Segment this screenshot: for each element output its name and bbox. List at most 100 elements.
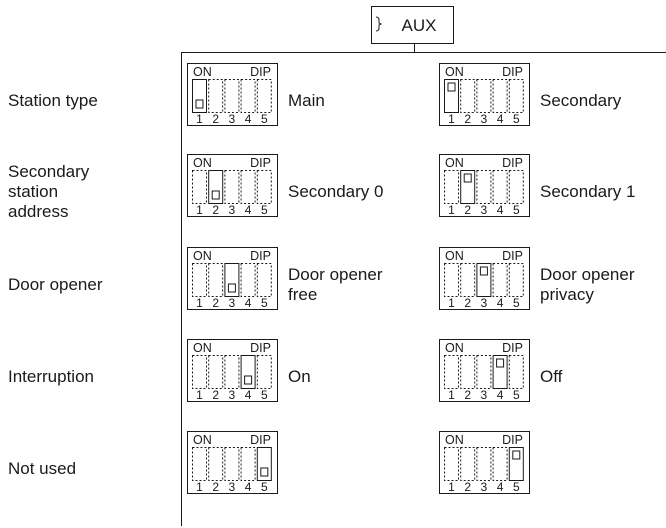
row-label: address (8, 202, 68, 221)
dip-number: 5 (261, 203, 268, 217)
dip-number: 3 (481, 388, 488, 402)
dip-label: DIP (502, 433, 523, 447)
dip-on-label: ON (445, 249, 464, 263)
dip-on-label: ON (445, 65, 464, 79)
dip-slot-3 (224, 447, 240, 481)
dip-slot-1 (444, 355, 459, 389)
dip-on-label: ON (445, 156, 464, 170)
dip-slot-2 (208, 79, 224, 113)
dip-label: DIP (250, 65, 271, 79)
dip-slot-1 (444, 447, 459, 481)
setting-label: Secondary 0 (288, 182, 383, 201)
dip-knob (479, 266, 488, 276)
dip-number: 1 (448, 480, 455, 494)
dip-slot-3 (476, 355, 492, 389)
dip-number: 4 (245, 296, 252, 310)
dip-slot-1 (444, 170, 459, 204)
dip-on-label: ON (193, 341, 212, 355)
dip-number: 1 (196, 480, 203, 494)
dip-number: 1 (196, 296, 203, 310)
dip-label: DIP (502, 341, 523, 355)
dip-slot-1 (192, 263, 207, 297)
dip-number: 3 (229, 203, 236, 217)
dip-slot-2 (208, 355, 224, 389)
row-label: Secondary (8, 162, 90, 181)
dip-knob (195, 99, 204, 109)
dip-slot-4 (240, 263, 256, 297)
dip-number: 1 (448, 388, 455, 402)
setting-label: Door opener (288, 265, 383, 284)
dip-knob (260, 467, 269, 477)
dip-slot-4 (492, 447, 508, 481)
dip-slot-2 (460, 355, 476, 389)
dip-number: 2 (464, 203, 471, 217)
dip-number: 5 (513, 112, 520, 126)
dip-slot-3 (224, 79, 240, 113)
row-label: Station type (8, 91, 98, 110)
dip-on-label: ON (445, 341, 464, 355)
dip-number: 1 (196, 388, 203, 402)
dip-slot-2 (460, 263, 476, 297)
dip-label: DIP (250, 433, 271, 447)
dip-number: 5 (513, 203, 520, 217)
dip-number: 2 (212, 388, 219, 402)
dip-slot-4 (240, 447, 256, 481)
dip-knob (227, 283, 236, 293)
dip-on-label: ON (445, 433, 464, 447)
dip-knob (496, 358, 505, 368)
dip-number: 4 (497, 388, 504, 402)
frame (181, 52, 666, 526)
dip-slot-3 (224, 170, 240, 204)
dip-number: 2 (212, 296, 219, 310)
setting-label: Secondary (540, 91, 622, 110)
aux-box (371, 6, 454, 44)
dip-number: 4 (497, 480, 504, 494)
dip-number: 5 (261, 296, 268, 310)
dip-label: DIP (250, 249, 271, 263)
dip-number: 5 (513, 296, 520, 310)
dip-number: 3 (229, 112, 236, 126)
dip-slot-3 (476, 170, 492, 204)
dip-number: 2 (464, 112, 471, 126)
dip-number: 3 (229, 388, 236, 402)
dip-slot-4 (240, 170, 256, 204)
dip-slot-2 (460, 79, 476, 113)
dip-slot-4 (492, 263, 508, 297)
dip-number: 4 (245, 480, 252, 494)
dip-number: 4 (245, 388, 252, 402)
dip-number: 5 (261, 388, 268, 402)
brace-icon (375, 16, 383, 32)
dip-number: 2 (212, 480, 219, 494)
dip-number: 4 (497, 112, 504, 126)
dip-slot-5 (256, 170, 272, 204)
dip-slot-1 (192, 170, 207, 204)
dip-number: 4 (245, 203, 252, 217)
dip-number: 5 (261, 112, 268, 126)
dip-number: 3 (481, 296, 488, 310)
dip-slot-4 (492, 79, 508, 113)
dip-slot-5 (508, 170, 524, 204)
dip-slot-2 (208, 263, 224, 297)
dip-number: 1 (448, 296, 455, 310)
dip-slot-2 (208, 447, 224, 481)
dip-slot-5 (256, 355, 272, 389)
dip-on-label: ON (193, 65, 212, 79)
dip-on-label: ON (193, 433, 212, 447)
dip-slot-5 (256, 263, 272, 297)
dip-label: DIP (250, 156, 271, 170)
dip-number: 3 (481, 480, 488, 494)
dip-slot-5 (256, 79, 272, 113)
dip-on-label: ON (193, 156, 212, 170)
setting-label: On (288, 367, 311, 386)
dip-slot-4 (492, 170, 508, 204)
